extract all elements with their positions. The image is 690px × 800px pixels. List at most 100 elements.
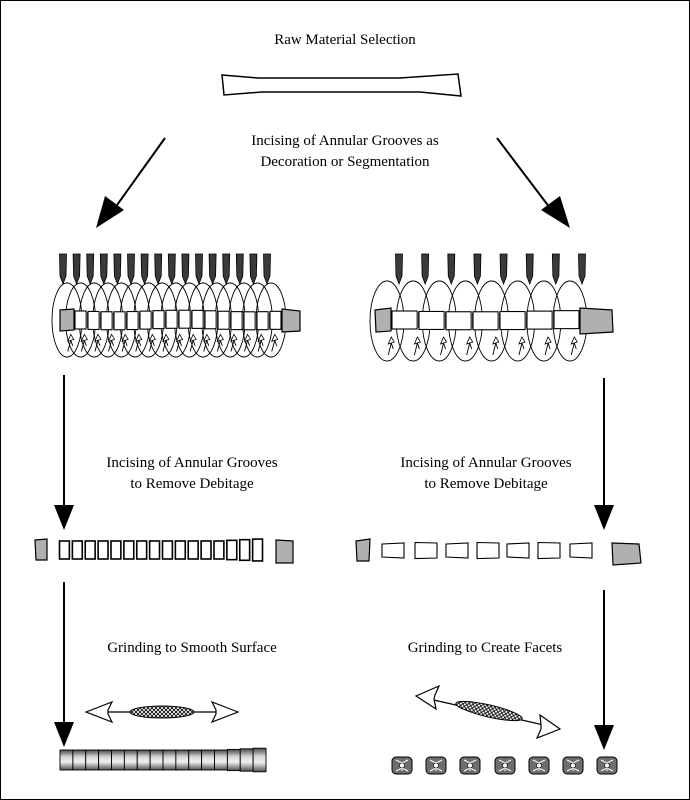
bead-hole <box>604 762 610 769</box>
incising-tool-icon <box>154 253 163 286</box>
rotation-arrow-icon <box>387 341 394 356</box>
rotation-arrow-icon <box>492 341 499 356</box>
smooth-bead <box>149 749 164 771</box>
rod-segment <box>472 311 499 331</box>
faceted-bead <box>494 756 516 775</box>
groove-mark <box>176 311 180 328</box>
incising-tool-icon <box>208 253 217 286</box>
rod-segment <box>445 311 472 331</box>
right-end-piece-b <box>579 307 614 335</box>
incising-tool-icon <box>140 253 149 286</box>
incising-tool-icon <box>525 253 534 286</box>
incising-tool-icon <box>263 253 271 286</box>
rod-segment <box>217 310 230 330</box>
incising-tool-icon <box>59 253 67 286</box>
separated-bead <box>414 541 438 560</box>
incising-decoration-line2: Decoration or Segmentation <box>260 154 430 170</box>
rod-segment <box>74 310 87 330</box>
rod-segment <box>526 310 553 330</box>
left-debitage-end-a <box>34 538 48 561</box>
rotation-arrow-icon <box>271 338 278 352</box>
rod-segment <box>191 309 204 329</box>
right-arrow-down-1 <box>594 378 614 530</box>
incising-tool-icon <box>195 253 203 286</box>
smooth-bead <box>123 749 138 771</box>
segment-bead <box>110 540 122 560</box>
rotation-arrowhead-icon <box>189 333 197 343</box>
left-rod-segments <box>74 309 282 331</box>
rod-segment <box>243 311 256 331</box>
rotation-arrowhead-icon <box>413 336 421 345</box>
incising-tool-icon <box>249 253 258 286</box>
right-debitage-line2: to Remove Debitage <box>424 476 548 492</box>
rotation-arrowhead-icon <box>135 333 143 343</box>
segment-bead <box>58 540 71 560</box>
groove-mark <box>551 312 555 329</box>
rotation-arrowhead-icon <box>121 333 129 343</box>
smooth-bead <box>201 749 215 771</box>
incising-tool-icon <box>235 253 244 286</box>
right-grindstone <box>455 700 523 722</box>
bead-hole <box>502 762 508 769</box>
left-end-piece-b <box>281 308 301 333</box>
segment-bead <box>161 540 174 560</box>
incising-tool-icon <box>86 253 95 286</box>
rod-segment <box>100 311 113 331</box>
groove-mark <box>85 312 89 328</box>
incising-tool-icon <box>113 253 122 286</box>
rod-segment <box>391 310 418 330</box>
rotation-arrowhead-icon <box>257 333 265 343</box>
left-separated-row <box>34 538 294 564</box>
groove-mark <box>163 311 167 328</box>
groove-mark <box>497 312 501 329</box>
smooth-bead <box>59 749 74 771</box>
right-grinding-tool <box>414 684 562 740</box>
faceted-bead <box>459 756 481 775</box>
rotation-arrowhead-icon <box>492 336 500 345</box>
groove-mark <box>416 312 420 328</box>
rotation-arrowhead-icon <box>387 336 395 345</box>
smooth-bead <box>162 749 177 771</box>
rod-segment <box>139 310 152 330</box>
segment-bead <box>123 540 135 560</box>
rotation-arrow-icon <box>570 341 577 356</box>
groove-mark <box>267 312 271 329</box>
rotation-arrowhead-icon <box>94 333 102 343</box>
rotation-arrowhead-icon <box>148 333 156 343</box>
groove-mark <box>254 312 258 329</box>
smooth-bead <box>226 748 241 772</box>
separated-bead <box>569 542 593 559</box>
smooth-bead <box>252 747 267 773</box>
left-grinding-tool <box>84 700 240 724</box>
left-arrow-down-2 <box>54 582 74 747</box>
rod-segment <box>553 310 580 330</box>
incising-tool-icon <box>181 253 190 286</box>
left-smooth-beads <box>59 747 267 773</box>
rod-segment <box>499 310 526 331</box>
left-grindstone <box>129 705 195 719</box>
groove-mark <box>524 312 528 329</box>
segment-bead <box>148 540 161 560</box>
right-separated-row <box>355 538 642 566</box>
incising-tool-icon <box>222 253 231 286</box>
rotation-arrowhead-icon <box>243 333 252 343</box>
right-rod-segments <box>391 310 580 331</box>
left-debitage-line2: to Remove Debitage <box>130 476 254 492</box>
rotation-arrow-icon <box>413 341 420 356</box>
segment-bead <box>97 540 109 560</box>
left-end-piece-a <box>59 308 75 332</box>
separated-bead <box>445 542 469 559</box>
groove-mark <box>137 312 141 329</box>
segment-bead <box>251 538 264 562</box>
rotation-arrowhead-icon <box>465 336 474 345</box>
incising-tool-icon <box>499 253 508 286</box>
segment-bead <box>226 539 238 561</box>
rotation-arrowhead-icon <box>162 333 170 343</box>
rotation-arrowhead-icon <box>230 333 238 343</box>
incising-tool-icon <box>447 253 456 286</box>
smooth-bead <box>188 749 203 771</box>
rod-segment <box>126 310 139 331</box>
incising-tool-icon <box>421 253 430 286</box>
rod-segment <box>178 309 191 329</box>
rod-segment <box>204 310 217 330</box>
